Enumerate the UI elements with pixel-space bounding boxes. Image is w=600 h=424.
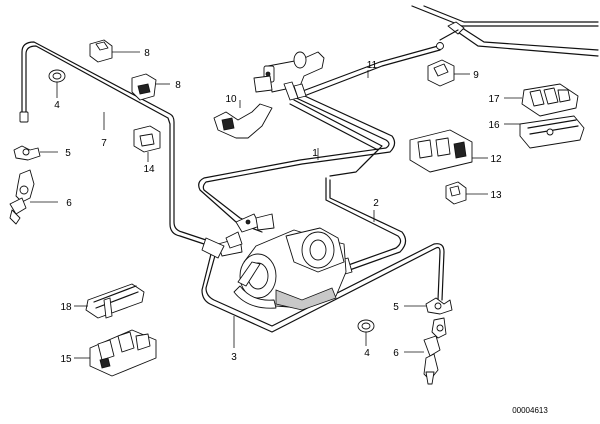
- part-5-clip-left: [13, 145, 58, 161]
- callout-7: 7: [101, 138, 107, 149]
- part-5-clip-right: [404, 297, 453, 315]
- distribution-valve: [253, 51, 325, 101]
- callout-17: 17: [488, 94, 500, 105]
- callout-13: 13: [490, 190, 502, 201]
- brake-line-11: [299, 42, 444, 97]
- callout-4-lower: 4: [364, 348, 370, 359]
- callout-4-left: 4: [54, 100, 60, 111]
- callout-leaders: [103, 70, 375, 348]
- callout-12: 12: [490, 154, 502, 165]
- pipe-7-end-fitting: [19, 111, 29, 123]
- part-9-clip: [427, 59, 470, 87]
- part-4-grommet-left: [48, 69, 66, 98]
- diagram-reference-number: 00004613: [512, 406, 548, 415]
- pipe-3-union-nut: [201, 237, 225, 259]
- callout-9: 9: [473, 70, 479, 81]
- callout-2: 2: [373, 198, 379, 209]
- unit-fittings: [225, 213, 275, 249]
- callout-5-right: 5: [393, 302, 399, 313]
- callout-labels: 1 2 3 4 4 5 5 6 6 7 8 8 9 10 11 12 13 14…: [54, 48, 502, 365]
- callout-15: 15: [60, 354, 72, 365]
- callout-11: 11: [367, 60, 378, 71]
- part-14-rubber-block: [133, 125, 161, 162]
- part-6-fitting-left: [9, 169, 58, 225]
- part-12-pipe-clip: [409, 129, 488, 173]
- brake-line-3: [201, 237, 445, 333]
- callout-16: 16: [488, 120, 500, 131]
- callout-18: 18: [60, 302, 72, 313]
- callout-6-right: 6: [393, 348, 399, 359]
- hydraulic-unit: [233, 227, 347, 311]
- callout-5-left: 5: [65, 148, 71, 159]
- part-10-bracket: [213, 100, 273, 139]
- part-16-clip-strip: [504, 115, 585, 149]
- part-6-fitting-right: [404, 317, 447, 385]
- callout-14: 14: [143, 164, 155, 175]
- brake-line-1: [198, 91, 396, 233]
- pipe-11-end-fitting: [436, 42, 444, 50]
- part-17-multi-clip: [504, 83, 579, 117]
- callout-10: 10: [225, 94, 237, 105]
- callout-6-left: 6: [66, 198, 72, 209]
- callout-3: 3: [231, 352, 237, 363]
- callout-8-upper: 8: [144, 48, 150, 59]
- callout-1: 1: [312, 148, 318, 159]
- part-4-grommet-lower: [357, 319, 375, 346]
- part-8-lower-clip: [131, 73, 170, 101]
- callout-8-lower: 8: [175, 80, 181, 91]
- chassis-frame-lines: [411, 5, 599, 57]
- part-15-multi-clip: [74, 329, 157, 377]
- part-8-upper-clip: [89, 39, 140, 63]
- part-13-small-block: [445, 181, 488, 205]
- part-18-clip-strip: [74, 283, 145, 319]
